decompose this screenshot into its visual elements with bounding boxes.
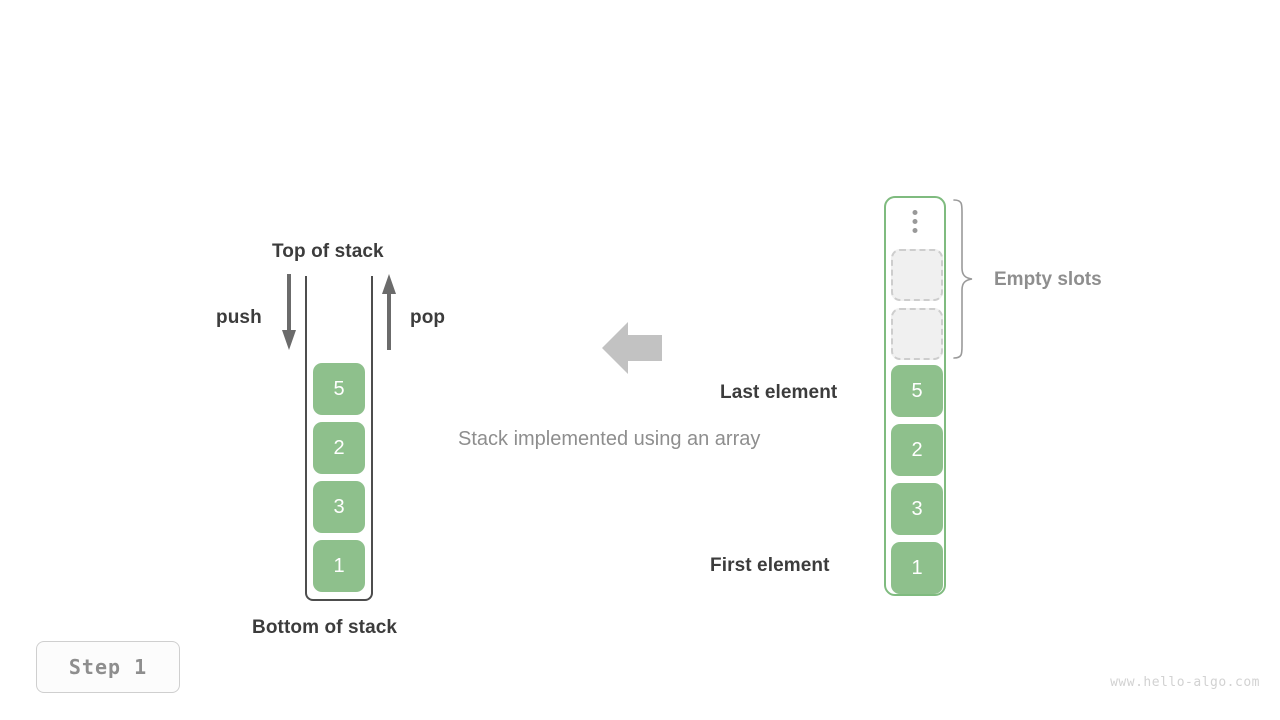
right-array-container: 5 2 3 1 [884,196,946,596]
stack-cell: 2 [313,422,365,474]
array-cell: 5 [891,365,943,417]
vertical-ellipsis-icon [912,210,918,233]
pop-arrow-icon [382,274,396,350]
diagram-caption: Stack implemented using an array [458,428,761,450]
empty-slots-label: Empty slots [994,269,1102,290]
push-label: push [216,307,262,328]
stack-cell: 5 [313,363,365,415]
stack-cell: 1 [313,540,365,592]
array-cell: 3 [891,483,943,535]
first-element-label: First element [710,555,830,576]
empty-slot [891,308,943,360]
left-stack-container: 5 2 3 1 [305,276,373,601]
pop-label: pop [410,307,446,328]
arrow-left-icon [602,322,662,374]
empty-slots-brace [953,199,973,359]
array-cell: 2 [891,424,943,476]
bottom-of-stack-label: Bottom of stack [252,617,398,638]
push-arrow-icon [282,274,296,350]
array-cell: 1 [891,542,943,594]
stack-cell: 3 [313,481,365,533]
last-element-label: Last element [720,382,838,403]
watermark: www.hello-algo.com [1110,675,1260,690]
top-of-stack-label: Top of stack [272,241,384,262]
empty-slot [891,249,943,301]
step-badge: Step 1 [36,641,180,693]
